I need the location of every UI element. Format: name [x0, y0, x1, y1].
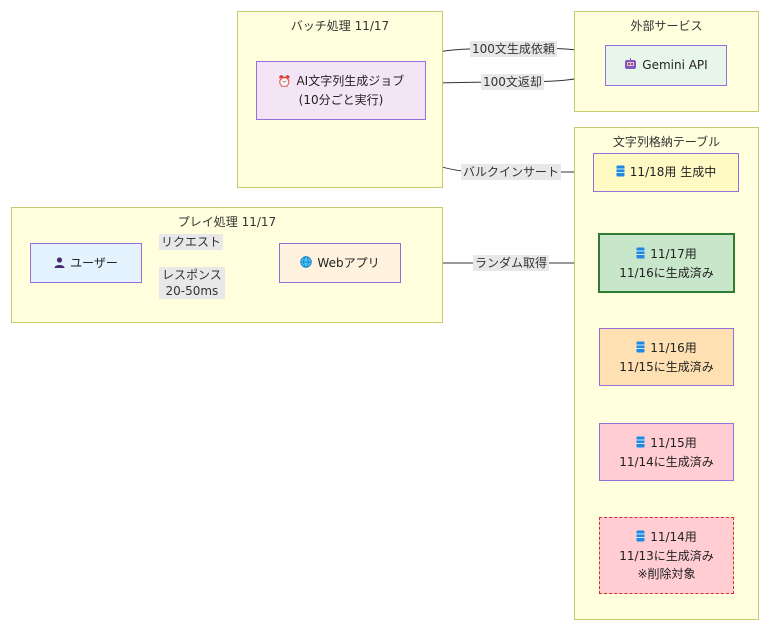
- edge-label-response-line2: 20-50ms: [165, 284, 219, 298]
- database-icon: [636, 529, 645, 547]
- robot-icon: [624, 57, 637, 75]
- node-t1115: 11/15用 11/14に生成済み: [599, 423, 734, 481]
- edge-label-response: レスポンス 20-50ms: [159, 267, 225, 299]
- node-ai-job: ⏰ AI文字列生成ジョブ (10分ごと実行): [256, 61, 426, 120]
- node-t1115-line2: 11/14に生成済み: [619, 454, 714, 469]
- node-t1116-line1: 11/16用: [650, 340, 697, 355]
- node-t1118: 11/18用 生成中: [593, 153, 739, 192]
- node-t1117: 11/17用 11/16に生成済み: [598, 233, 735, 293]
- node-ai-job-line1: AI文字列生成ジョブ: [296, 74, 405, 88]
- node-t1116-line2: 11/15に生成済み: [619, 359, 714, 374]
- edge-label-bulk-insert: バルクインサート: [461, 164, 562, 180]
- edge-label-random-fetch: ランダム取得: [473, 255, 550, 271]
- edge-label-return100: 100文返却: [481, 74, 544, 90]
- database-icon: [636, 246, 645, 264]
- edge-label-response-line1: レスポンス: [162, 268, 222, 282]
- node-t1114-line1: 11/14用: [650, 530, 697, 544]
- node-t1118-label: 11/18用 生成中: [629, 165, 717, 179]
- user-icon: [54, 255, 65, 273]
- node-t1116: 11/16用 11/15に生成済み: [599, 328, 734, 386]
- node-user-label: ユーザー: [70, 255, 118, 270]
- node-t1117-line2: 11/16に生成済み: [619, 265, 714, 280]
- group-batch-title: バッチ処理 11/17: [290, 19, 390, 33]
- database-icon: [616, 164, 625, 182]
- edge-label-request: リクエスト: [159, 234, 224, 250]
- node-webapp: Webアプリ: [279, 243, 401, 283]
- node-t1114: 11/14用 11/13に生成済み ※削除対象: [599, 517, 734, 594]
- node-t1114-line3: ※削除対象: [637, 567, 696, 581]
- node-t1114-line2: 11/13に生成済み: [619, 549, 714, 563]
- globe-icon: [300, 255, 313, 273]
- node-webapp-label: Webアプリ: [317, 255, 380, 270]
- node-t1117-line1: 11/17用: [650, 246, 697, 261]
- database-icon: [636, 435, 645, 453]
- group-play-title: プレイ処理 11/17: [177, 215, 277, 229]
- group-external-title: 外部サービス: [630, 19, 703, 33]
- node-gemini: Gemini API: [605, 45, 727, 86]
- database-icon: [636, 340, 645, 358]
- alarm-clock-icon: ⏰: [277, 75, 292, 88]
- edge-label-request100: 100文生成依頼: [470, 41, 557, 57]
- node-user: ユーザー: [30, 243, 142, 283]
- node-gemini-label: Gemini API: [642, 58, 708, 72]
- group-table-title: 文字列格納テーブル: [612, 135, 721, 149]
- node-t1115-line1: 11/15用: [650, 435, 697, 450]
- node-ai-job-line2: (10分ごと実行): [298, 93, 384, 107]
